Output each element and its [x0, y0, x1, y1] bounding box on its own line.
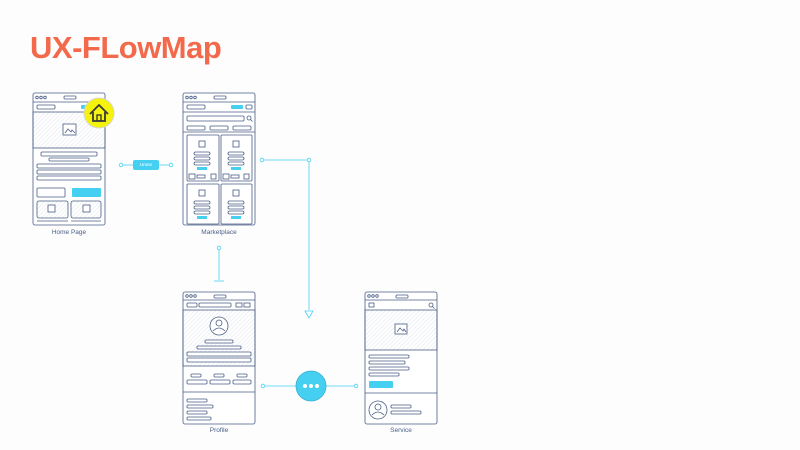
screen-label-service: Service [390, 427, 412, 434]
screen-service[interactable] [364, 291, 438, 425]
screen-label-marketplace: Marketplace [201, 229, 237, 236]
connector-marketplace-to-profile [214, 245, 224, 282]
screen-marketplace[interactable] [182, 92, 256, 226]
screen-profile[interactable] [182, 291, 256, 425]
connector-profile-to-service [260, 383, 359, 389]
connector-marketplace-to-service [259, 157, 314, 319]
screen-label-home: Home Page [51, 229, 87, 236]
screen-label-profile: Profile [209, 427, 229, 434]
connector-label: Unear [139, 162, 153, 167]
connector-label-box [133, 160, 159, 170]
home-icon [83, 97, 115, 129]
ellipsis-icon[interactable] [295, 370, 327, 402]
page-title: UX-FLowMap [30, 30, 222, 65]
connector-home-to-marketplace [118, 162, 174, 168]
